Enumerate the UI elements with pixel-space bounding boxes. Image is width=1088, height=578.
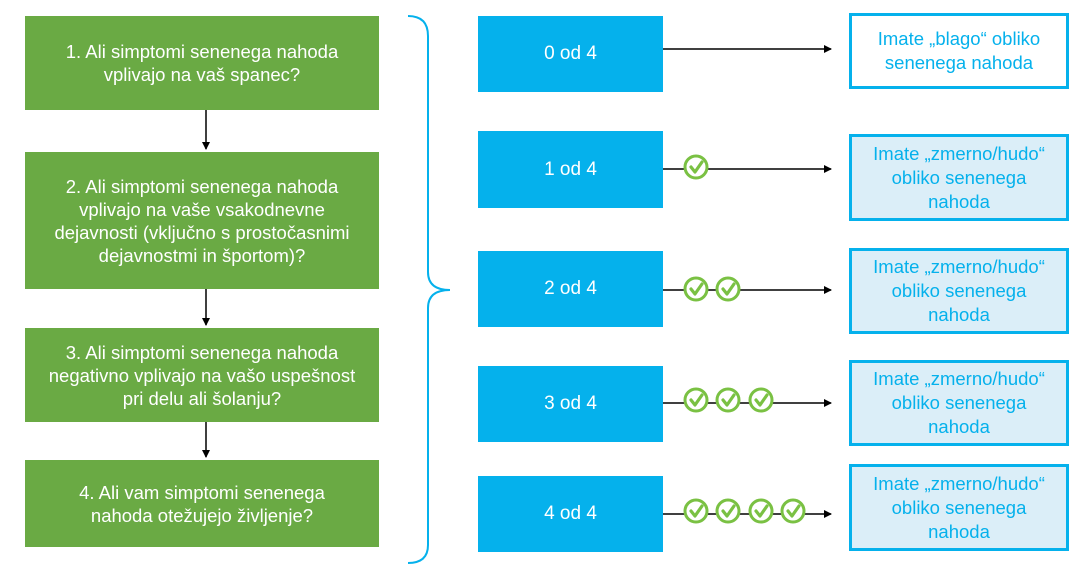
result-box-4: Imate „zmerno/hudo“ obliko senenega naho… [849, 464, 1069, 551]
check-icon [748, 498, 774, 524]
result-box-1: Imate „zmerno/hudo“ obliko senenega naho… [849, 134, 1069, 221]
score-box-3: 3 od 4 [478, 366, 663, 442]
score-box-1: 1 od 4 [478, 131, 663, 208]
question-box-2: 2. Ali simptomi senenega nahoda vplivajo… [25, 152, 379, 289]
score-box-2: 2 od 4 [478, 251, 663, 327]
check-icon [683, 387, 709, 413]
check-icon [748, 387, 774, 413]
question-box-4: 4. Ali vam simptomi senenega nahoda otež… [25, 460, 379, 547]
score-box-4: 4 od 4 [478, 476, 663, 552]
result-box-2: Imate „zmerno/hudo“ obliko senenega naho… [849, 248, 1069, 334]
check-icon [780, 498, 806, 524]
result-box-3: Imate „zmerno/hudo“ obliko senenega naho… [849, 360, 1069, 446]
check-icon [715, 387, 741, 413]
check-icon [683, 498, 709, 524]
check-icon [683, 276, 709, 302]
curly-bracket [407, 15, 451, 564]
question-box-1: 1. Ali simptomi senenega nahoda vplivajo… [25, 16, 379, 110]
result-box-0: Imate „blago“ obliko senenega nahoda [849, 13, 1069, 89]
score-box-0: 0 od 4 [478, 16, 663, 92]
check-icon [715, 498, 741, 524]
check-icon [683, 154, 709, 180]
question-box-3: 3. Ali simptomi senenega nahoda negativn… [25, 328, 379, 422]
check-icon [715, 276, 741, 302]
